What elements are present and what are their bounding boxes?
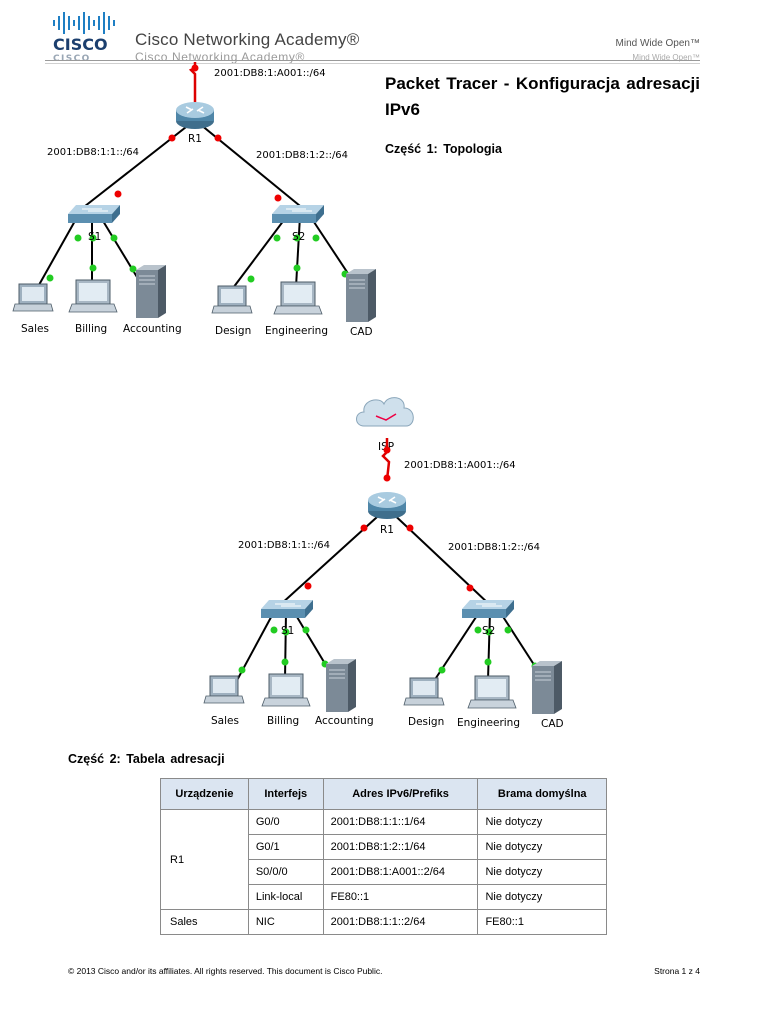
switch-s1-label: S1 [88,231,101,243]
footer-copyright: © 2013 Cisco and/or its affiliates. All … [68,966,383,976]
table-cell: Nie dotyczy [477,859,607,885]
host-label: Sales [21,323,49,335]
device-cell: Sales [160,909,249,935]
table-header: Brama domyślna [477,778,607,810]
section-2-heading: Część 2: Tabela adresacji [68,752,225,766]
cisco-logo: CISCO CISCO [45,10,125,64]
link-s2-label: 2001:DB8:1:2::/64 [448,542,540,553]
table-row: R1 G0/0 2001:DB8:1:1::1/64 Nie dotyczy [160,809,607,910]
server-accounting-icon [325,658,357,713]
table-row: Sales NIC 2001:DB8:1:1::2/64 FE80::1 [160,909,607,935]
table-cell: G0/1 [247,834,324,860]
footer-page-number: Strona 1 z 4 [654,966,700,976]
table-row: S0/0/0 2001:DB8:1:A001::2/64 Nie dotyczy [161,859,607,885]
table-cell: FE80::1 [477,909,607,935]
table-cell: 2001:DB8:1:1::1/64 [322,809,479,835]
table-header-row: Urządzenie Interfejs Adres IPv6/Prefiks … [160,778,607,810]
header-divider [45,60,700,61]
pc-sales-icon [203,675,245,704]
header-divider-2 [45,63,700,64]
table-cell: NIC [247,909,324,935]
addressing-table: Urządzenie Interfejs Adres IPv6/Prefiks … [160,778,607,935]
laptop-engineering-icon [273,281,323,315]
host-label: Billing [267,715,299,727]
server-cad-icon [531,660,563,715]
link-s1-label: 2001:DB8:1:1::/64 [238,540,330,551]
server-cad-icon [345,268,377,323]
host-label: CAD [541,718,564,730]
cloud-isp-icon [356,397,414,427]
table-cell: Nie dotyczy [477,809,607,835]
table-cell: Link-local [247,884,324,910]
laptop-billing-icon [68,279,118,313]
link-s1-label: 2001:DB8:1:1::/64 [47,147,139,158]
link-isp-label: 2001:DB8:1:A001::/64 [404,460,516,471]
brand-name: Cisco Networking Academy® [135,30,360,49]
switch-s1-icon [67,204,121,224]
pc-design-icon [403,677,445,706]
router-icon [367,491,407,520]
tagline: Mind Wide Open™ [615,38,700,49]
topology-diagram-2: ISP 2001:DB8:1:A001::/64 R1 2001:DB8:1:1… [203,397,564,730]
table-cell: FE80::1 [322,884,479,910]
pc-sales-icon [12,283,54,312]
device-cell: R1 [160,809,249,910]
host-label: Design [408,716,444,728]
laptop-billing-icon [261,673,311,707]
table-cell: G0/0 [247,809,324,835]
host-label: Design [215,325,251,337]
table-header: Interfejs [247,778,324,810]
host-label: Accounting [315,715,374,727]
document-title: Packet Tracer - Konfiguracja adresacji I… [385,74,700,119]
switch-s2-label: S2 [292,231,305,243]
host-label: Engineering [457,717,520,729]
link-isp-label: 2001:DB8:1:A001::/64 [214,68,326,79]
table-cell: 2001:DB8:1:A001::2/64 [322,859,479,885]
table-cell: 2001:DB8:1:2::1/64 [322,834,479,860]
table-cell: S0/0/0 [247,859,324,885]
table-cell: Nie dotyczy [477,834,607,860]
switch-s2-icon [461,599,515,619]
laptop-engineering-icon [467,675,517,709]
host-label: Billing [75,323,107,335]
switch-s1-icon [260,599,314,619]
switch-s1-label: S1 [281,625,294,637]
table-header: Adres IPv6/Prefiks [322,778,479,810]
router-label: R1 [188,133,202,145]
switch-s2-icon [271,204,325,224]
cisco-logo-bars-icon: CISCO CISCO [53,12,115,64]
host-label: Sales [211,715,239,727]
topology-diagram-1: 2001:DB8:1:A001::/64 R1 2001:DB8:1:1::/6… [12,62,377,338]
router-icon [175,101,215,130]
pc-design-icon [211,285,253,314]
table-cell: Nie dotyczy [477,884,607,910]
host-label: Accounting [123,323,182,335]
svg-text:CISCO: CISCO [53,54,91,62]
server-accounting-icon [135,264,167,319]
host-label: Engineering [265,325,328,337]
tagline-reflection: Mind Wide Open™ [632,53,700,62]
link-s2-label: 2001:DB8:1:2::/64 [256,150,348,161]
router-label: R1 [380,524,394,536]
logo-wordmark: CISCO [53,35,108,54]
table-cell: 2001:DB8:1:1::2/64 [322,909,479,935]
table-header: Urządzenie [160,778,249,810]
host-label: CAD [350,326,373,338]
switch-s2-label: S2 [482,625,495,637]
section-1-heading: Część 1: Topologia [385,142,502,156]
